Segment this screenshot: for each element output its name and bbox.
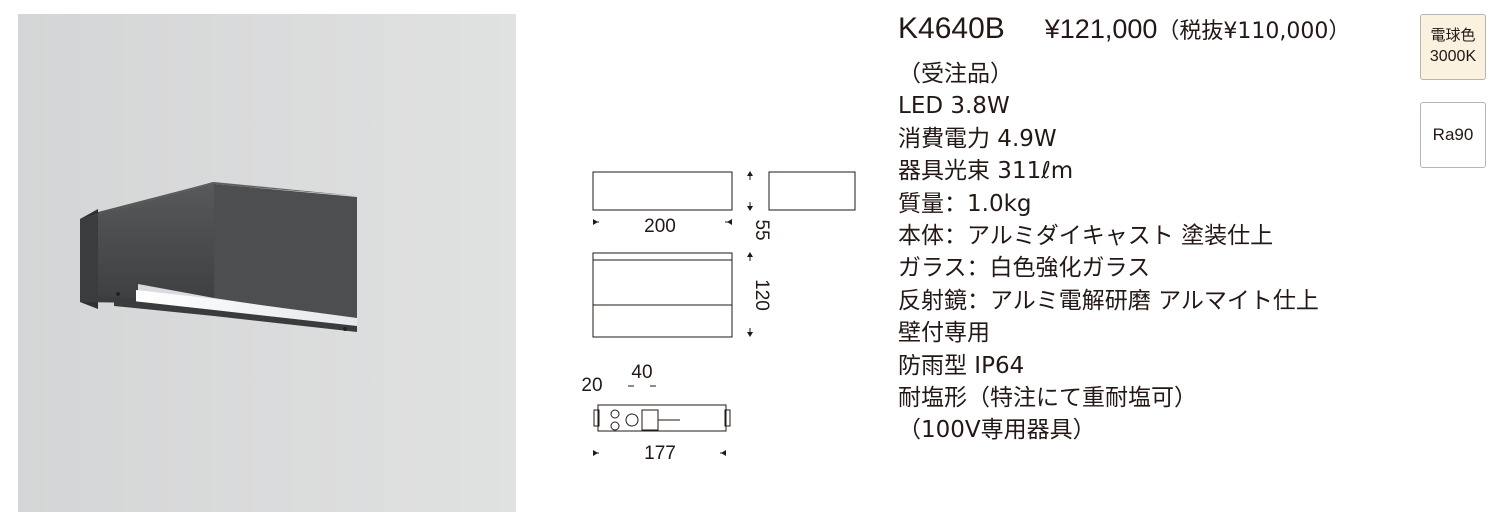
dim-mount-width: 177 [644, 443, 676, 464]
spec-led: LED 3.8W [898, 93, 1010, 120]
spec-salt: 耐塩形（特注にて重耐塩可） [898, 384, 1197, 411]
model-number: K4640B [898, 12, 1005, 45]
color-temp: 3000K [1429, 48, 1477, 65]
spec-flux: 器具光束 311ℓm [898, 158, 1074, 185]
spec-weight: 質量：1.0kg [898, 190, 1032, 217]
spec-voltage: （100V専用器具） [898, 417, 1096, 444]
cri-badge: Ra90 [1420, 102, 1486, 168]
dim-mount-offset: 20 [581, 375, 602, 396]
spec-power: 消費電力 4.9W [898, 125, 1057, 152]
spec-order: （受注品） [898, 61, 1013, 87]
color-temp-badge: 電球色 3000K [1420, 14, 1486, 80]
side-view [768, 171, 856, 211]
fixture-face [214, 182, 357, 320]
price: ¥121,000（税抜¥110,000） [1045, 13, 1351, 45]
spec-ip: 防雨型 IP64 [898, 352, 1025, 379]
price-excl: （税抜¥110,000） [1157, 19, 1351, 44]
spec-reflector: 反射鏡：アルミ電解研磨 アルマイト仕上 [898, 287, 1319, 314]
fixture-illustration [18, 14, 516, 512]
spec-block: K4640B ¥121,000（税抜¥110,000） （受注品） LED 3.… [898, 12, 1418, 447]
spec-glass: ガラス：白色強化ガラス [898, 255, 1151, 282]
dim-mount-pitch: 40 [631, 362, 652, 383]
mount-plate [597, 404, 727, 432]
dim-depth: 120 [751, 279, 772, 311]
title-row: K4640B ¥121,000（税抜¥110,000） [898, 12, 1418, 54]
dimension-drawing: 200 55 120 20 40 15 177 [580, 160, 880, 480]
front-view [592, 171, 733, 211]
color-name: 電球色 [1430, 26, 1476, 44]
spec-body: 本体：アルミダイキャスト 塗装仕上 [898, 222, 1274, 249]
product-photo [18, 14, 516, 512]
dimension-diagram: 200 55 120 20 40 15 177 [581, 171, 856, 464]
price-incl: ¥121,000 [1044, 14, 1158, 44]
dim-width: 200 [644, 216, 676, 237]
spec-mount: 壁付専用 [898, 320, 990, 347]
dim-height: 55 [751, 219, 772, 240]
bottom-view [592, 252, 733, 338]
